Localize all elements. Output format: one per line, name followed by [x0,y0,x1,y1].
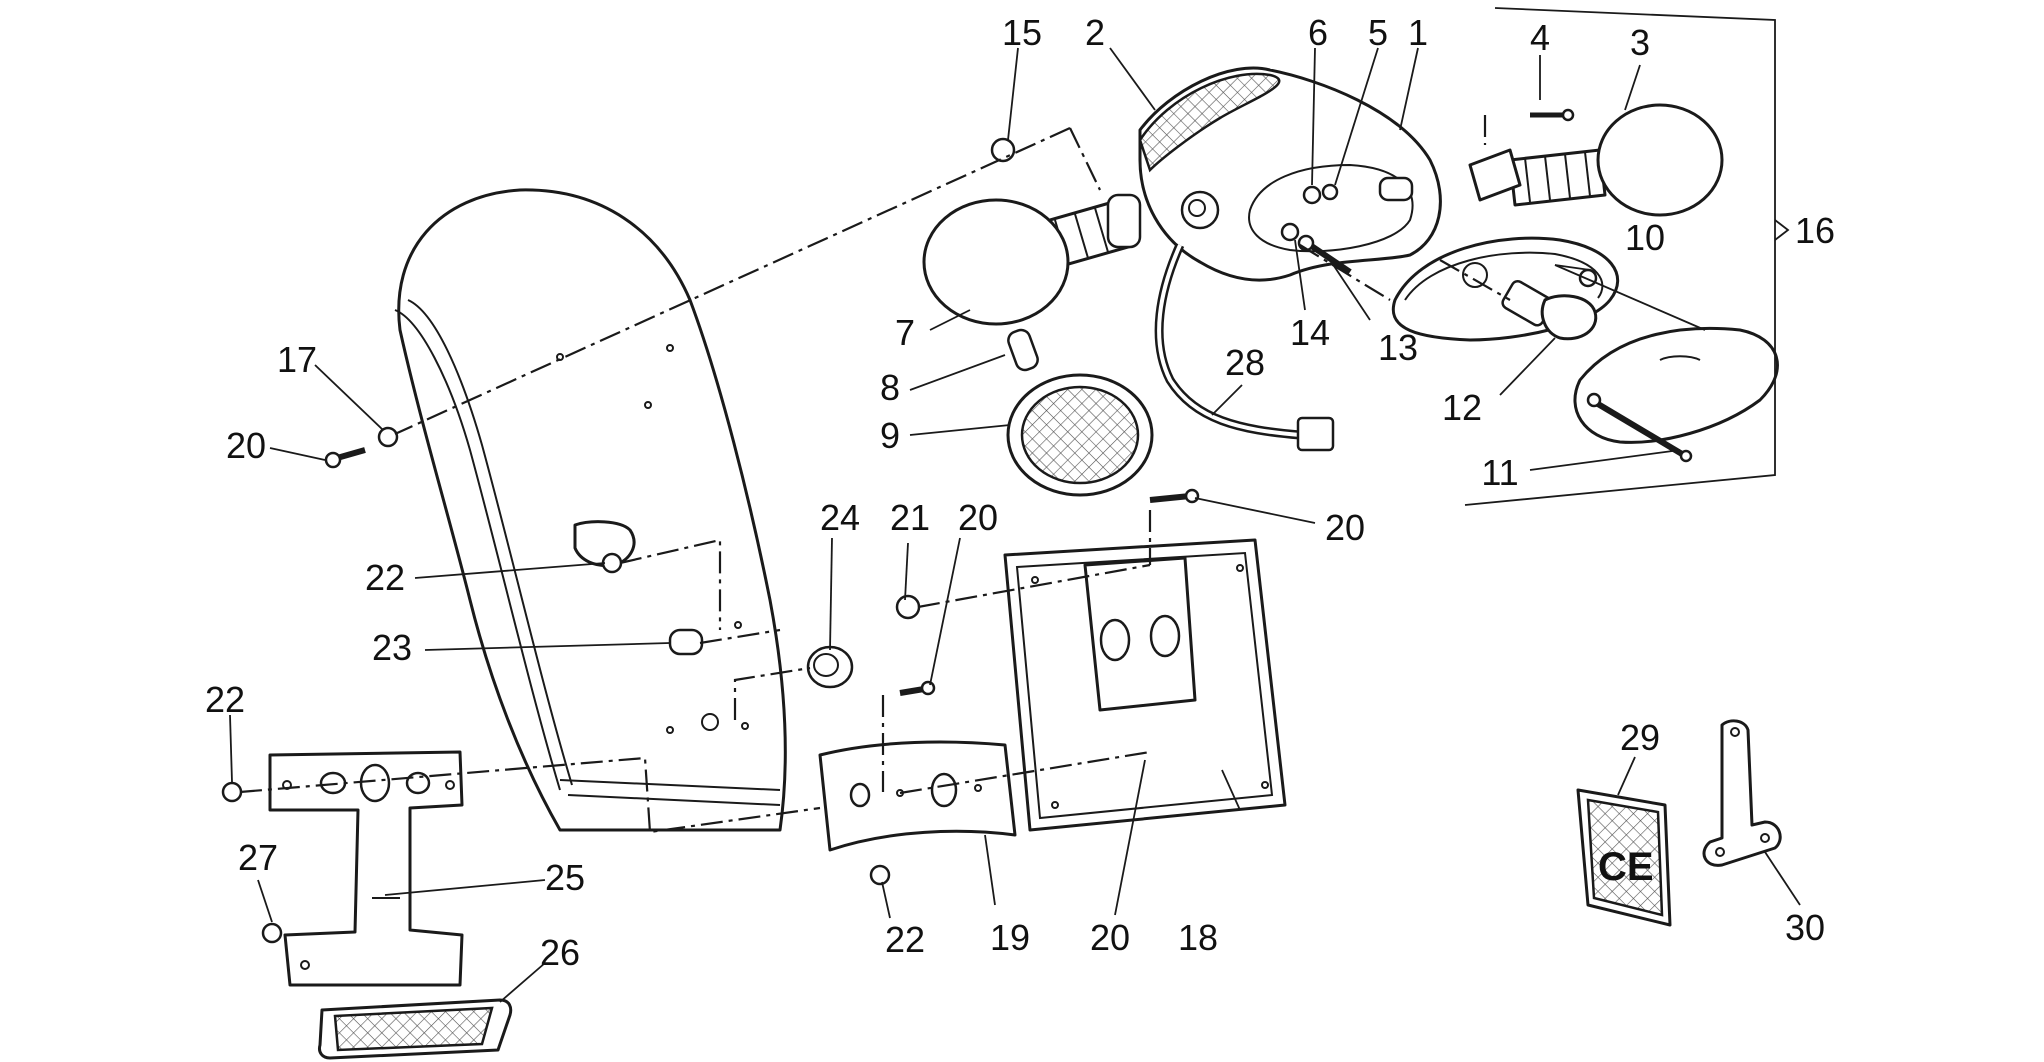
callout-11: 11 [1481,452,1518,493]
callout-30: 30 [1785,907,1825,948]
nut-22-bracket [869,864,891,886]
turn-signal-screw [1530,108,1575,122]
callout-22-bracket: 22 [885,919,925,960]
nut-22-support [221,781,243,803]
rear-mudguard [394,188,787,832]
wiring-harness [1154,243,1335,452]
callout-22-mudguard: 22 [365,557,405,598]
washer-21 [895,594,921,620]
spacer-23 [668,628,704,656]
tail-light-bulb [1501,279,1598,341]
callout-14: 14 [1290,312,1330,353]
callout-20-left: 20 [226,425,266,466]
callout-24: 24 [820,497,860,538]
bolt-20-bracket [899,680,936,696]
callout-10: 10 [1625,217,1665,258]
group-bracket-16 [1464,7,1790,506]
callout-8: 8 [880,367,900,408]
callout-25: 25 [545,857,585,898]
ce-reflector: CE [1576,788,1672,927]
bolt-20-plate-top [1149,488,1200,504]
callout-20-bracket: 20 [958,497,998,538]
mounting-plate-30 [1702,719,1782,867]
washer-17 [377,426,399,448]
callout-4: 4 [1530,17,1550,58]
grommet-5 [1321,183,1339,201]
rear-reflector [318,998,513,1060]
callout-18: 18 [1178,917,1218,958]
nut-6 [1302,185,1322,205]
callout-labels: 1 2 3 4 5 6 7 8 9 10 11 12 13 14 15 16 1… [205,12,1835,973]
tail-light-housing [1138,66,1442,282]
ce-mark-text: CE [1598,845,1654,889]
callout-3: 3 [1630,22,1650,63]
callout-13: 13 [1378,327,1418,368]
right-turn-signal [1468,103,1724,217]
callout-26: 26 [540,932,580,973]
callout-1: 1 [1408,12,1428,53]
callout-23: 23 [372,627,412,668]
turn-signal-bulb [1007,328,1039,372]
left-turn-signal [922,193,1142,326]
callout-21: 21 [890,497,930,538]
callout-17: 17 [277,339,317,380]
callout-2: 2 [1085,12,1105,53]
turn-signal-lens [1006,373,1154,497]
callout-29: 29 [1620,717,1660,758]
callout-28: 28 [1225,342,1265,383]
tail-light-lens [1573,327,1779,444]
callout-6: 6 [1308,12,1328,53]
callout-15: 15 [1002,12,1042,53]
callout-27: 27 [238,837,278,878]
callout-16: 16 [1795,210,1835,251]
callout-7: 7 [895,312,915,353]
callout-19: 19 [990,917,1030,958]
license-plate-holder [1003,538,1287,832]
nut-22-mudguard [601,552,623,574]
tail-light-socket [1378,176,1414,202]
rubber-bushing-24 [806,645,854,689]
callout-20-plate-top: 20 [1325,507,1365,548]
callout-9: 9 [880,415,900,456]
assembly-lines [239,115,1511,834]
nut-15 [990,137,1016,163]
plate-bracket [818,740,1017,852]
callout-12: 12 [1442,387,1482,428]
leader-lines [229,47,1801,1003]
housing-washer [1280,222,1300,242]
lens-screw [1596,401,1693,463]
callout-20-plate-bottom: 20 [1090,917,1130,958]
callout-5: 5 [1368,12,1388,53]
mudguard-mount-plate [573,520,636,568]
callout-22-support: 22 [205,679,245,720]
nut-27 [261,922,283,944]
bolt-20-left [324,447,366,469]
